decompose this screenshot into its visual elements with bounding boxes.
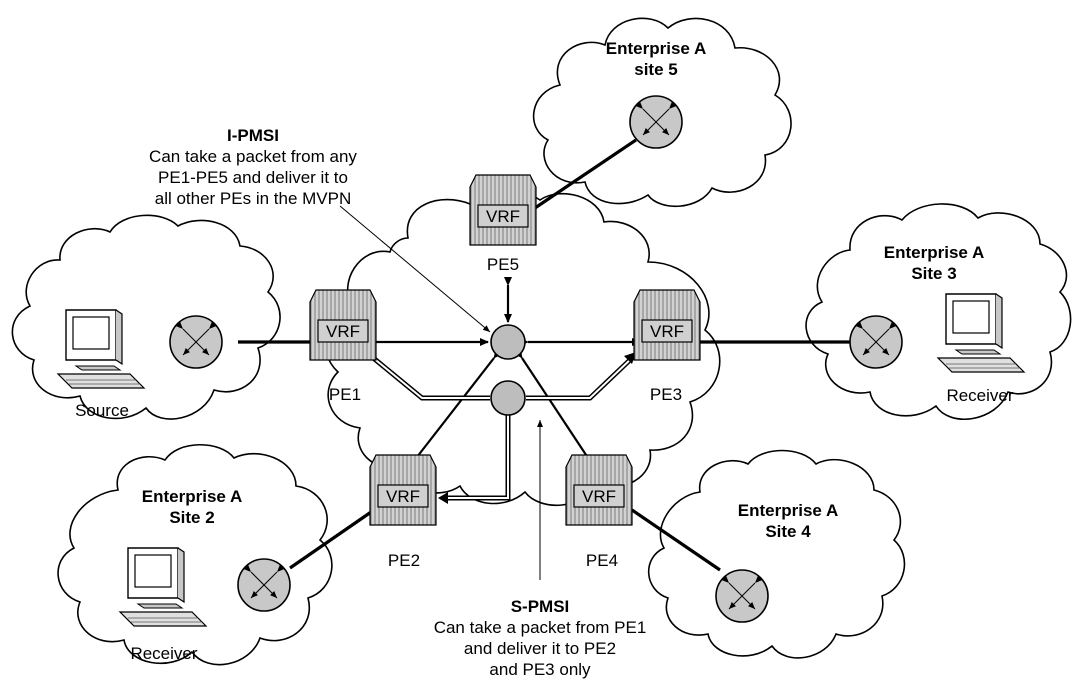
ipmsi-line-3: all other PEs in the MVPN xyxy=(155,189,352,208)
site5-title-line1: Enterprise A xyxy=(606,39,706,58)
ipmsi-line-1: Can take a packet from any xyxy=(149,147,357,166)
site4-title-line1: Enterprise A xyxy=(738,501,838,520)
source-label: Source xyxy=(75,401,129,420)
link-pe4-site4 xyxy=(631,508,721,572)
computer-icon xyxy=(118,547,208,627)
spmsi-paths xyxy=(364,350,636,504)
pe3-label: PE3 xyxy=(650,385,682,404)
source-site-cloud xyxy=(11,214,281,420)
ipmsi-node xyxy=(490,324,526,360)
link-pe5-site5 xyxy=(531,138,637,212)
site3-title-line1: Enterprise A xyxy=(884,243,984,262)
computer-icon xyxy=(936,293,1026,373)
spmsi-line-2: and deliver it to PE2 xyxy=(464,639,616,658)
pe2-label: PE2 xyxy=(388,551,420,570)
router-icon xyxy=(237,558,291,612)
ipmsi-callout-pointer xyxy=(339,205,491,333)
pe4-label: PE4 xyxy=(586,551,618,570)
router-icon xyxy=(849,315,903,369)
link-pe2-site2 xyxy=(289,508,375,570)
site3-cloud xyxy=(805,203,1072,420)
pe-router-icon: VRF xyxy=(565,454,633,526)
ipmsi-title: I-PMSI xyxy=(227,126,279,145)
pe-router-icon: VRF xyxy=(633,289,701,361)
receiver-site2-label: Receiver xyxy=(130,644,197,663)
spmsi-node xyxy=(490,380,526,416)
site2-cloud xyxy=(57,443,333,666)
spmsi-line-1: Can take a packet from PE1 xyxy=(434,618,647,637)
pe-router-icon: VRF xyxy=(309,289,377,361)
router-icon xyxy=(169,315,223,369)
receiver-site3-label: Receiver xyxy=(946,386,1013,405)
site2-title-line2: Site 2 xyxy=(169,508,214,527)
pe1-vrf-label: VRF xyxy=(326,322,360,341)
router-icon xyxy=(715,569,769,623)
ipmsi-arrow-pe4 xyxy=(514,349,597,471)
pe-router-icon: VRF xyxy=(469,174,537,246)
spmsi-title: S-PMSI xyxy=(511,597,570,616)
site4-cloud xyxy=(647,449,906,659)
pe5-label: PE5 xyxy=(487,255,519,274)
spmsi-line-3: and PE3 only xyxy=(489,660,591,679)
site4-title-line2: Site 4 xyxy=(765,522,811,541)
pe4-vrf-label: VRF xyxy=(582,487,616,506)
router-icon xyxy=(629,95,683,149)
site5-title-line2: site 5 xyxy=(634,60,677,79)
computer-icon xyxy=(56,309,146,389)
site2-title-line1: Enterprise A xyxy=(142,487,242,506)
ipmsi-arrow-pe2 xyxy=(409,349,503,467)
ipmsi-line-2: PE1-PE5 and deliver it to xyxy=(158,168,348,187)
site3-title-line2: Site 3 xyxy=(911,264,956,283)
pe5-vrf-label: VRF xyxy=(486,207,520,226)
pe-router-icon: VRF xyxy=(369,454,437,526)
pe3-vrf-label: VRF xyxy=(650,322,684,341)
pe2-vrf-label: VRF xyxy=(386,487,420,506)
pe1-label: PE1 xyxy=(329,385,361,404)
